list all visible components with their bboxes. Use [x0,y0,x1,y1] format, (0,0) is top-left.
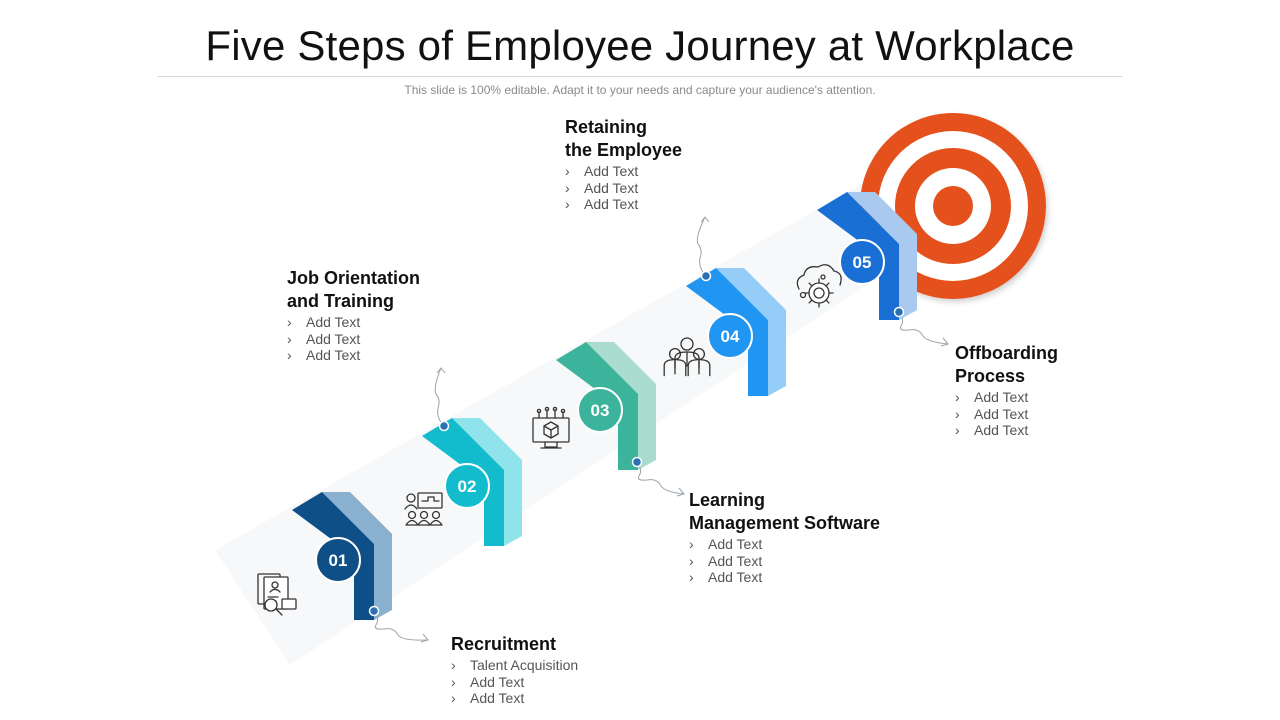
step-number: 02 [458,477,477,496]
step-1-text: Recruitment ›Talent Acquisition ›Add Tex… [451,633,711,707]
step-5-item: ›Add Text [955,405,1029,422]
step-5-heading: Offboarding Process [955,343,1058,386]
step-4-item: ›Add Text [565,196,639,213]
step-4-item: ›Add Text [565,179,639,196]
step-3-badge: 03 [577,387,623,433]
arrowhead [940,337,949,347]
step-5-connector [893,306,949,347]
step-3-item: ›Add Text [689,552,763,569]
chevron-front-face [422,418,504,546]
chevron-front-face [292,492,374,620]
connector-dot [700,270,712,282]
step-4-heading: Retaining the Employee [565,117,683,160]
chevron-front-face [686,268,768,396]
step-3-item: ›Add Text [689,569,763,586]
step-number: 01 [329,551,348,570]
chevron-front-face [556,342,638,470]
chevron-back-face [847,192,917,320]
team-people-icon [663,337,711,377]
connector-dot [893,306,905,318]
step-1-connector [368,605,429,643]
step-1-chevron [292,492,392,620]
training-presentation-icon [404,492,443,526]
step-4-connector [696,216,712,282]
step-2-heading: Job Orientation and Training [287,268,421,311]
step-4-badge: 04 [707,313,753,359]
step-3-text: Learning Management Software ›Add Text ›… [689,489,949,586]
connector-line [898,311,949,345]
connector-line [373,610,429,641]
connector-line [636,461,685,495]
step-1-list: ›Talent Acquisition ›Add Text ›Add Text [451,657,711,707]
step-number: 03 [591,401,610,420]
step-5-text: Offboarding Process ›Add Text ›Add Text … [955,342,1215,439]
step-4-chevron [686,268,786,396]
step-4-text: Retaining the Employee ›Add Text ›Add Te… [565,116,825,213]
step-2-item: ›Add Text [287,314,361,330]
step-2-item: ›Add Text [287,347,361,364]
connector-dot [368,605,380,617]
connector-line [696,216,707,277]
step-5-list: ›Add Text ›Add Text ›Add Text [955,389,1215,439]
chevron-back-face [586,342,656,470]
step-3-heading: Learning Management Software [689,490,881,533]
arrowhead [436,367,446,374]
step-2-text: Job Orientation and Training ›Add Text ›… [287,267,547,364]
step-5-item: ›Add Text [955,422,1029,439]
step-1-heading: Recruitment [451,634,557,654]
target-ring [933,186,973,226]
step-number: 05 [853,253,872,272]
connector-line [434,367,445,427]
step-2-list: ›Add Text ›Add Text ›Add Text [287,314,547,364]
step-4-item: ›Add Text [565,163,639,179]
connector-dot [438,420,450,432]
step-number: 04 [721,327,740,346]
resume-search-icon [257,573,297,616]
chevron-back-face [322,492,392,620]
step-5-item: ›Add Text [955,389,1029,405]
connector-dot [631,456,643,468]
step-3-item: ›Add Text [689,536,763,552]
step-3-list: ›Add Text ›Add Text ›Add Text [689,536,949,586]
step-3-connector [631,456,685,497]
title-divider [158,76,1122,77]
arrowhead [420,633,429,643]
computer-cube-icon [532,406,570,449]
step-2-item: ›Add Text [287,330,361,347]
chevron-back-face [452,418,522,546]
arrowhead [676,487,685,497]
step-2-chevron [422,418,522,546]
step-1-item: ›Talent Acquisition [451,657,579,673]
step-1-item: ›Add Text [451,673,525,690]
step-1-badge: 01 [315,537,361,583]
cloud-gear-icon [796,264,842,308]
step-2-connector [434,367,450,432]
step-3-chevron [556,342,656,470]
background-band [215,185,935,665]
step-1-item: ›Add Text [451,690,525,707]
step-5-badge: 05 [839,239,885,285]
chevron-back-face [716,268,786,396]
step-2-badge: 02 [444,463,490,509]
step-4-list: ›Add Text ›Add Text ›Add Text [565,163,825,213]
slide-title: Five Steps of Employee Journey at Workpl… [205,22,1075,69]
chevron-front-face [817,192,899,320]
step-5-chevron [817,192,917,320]
arrowhead [700,216,710,223]
slide-subtitle: This slide is 100% editable. Adapt it to… [404,83,876,97]
